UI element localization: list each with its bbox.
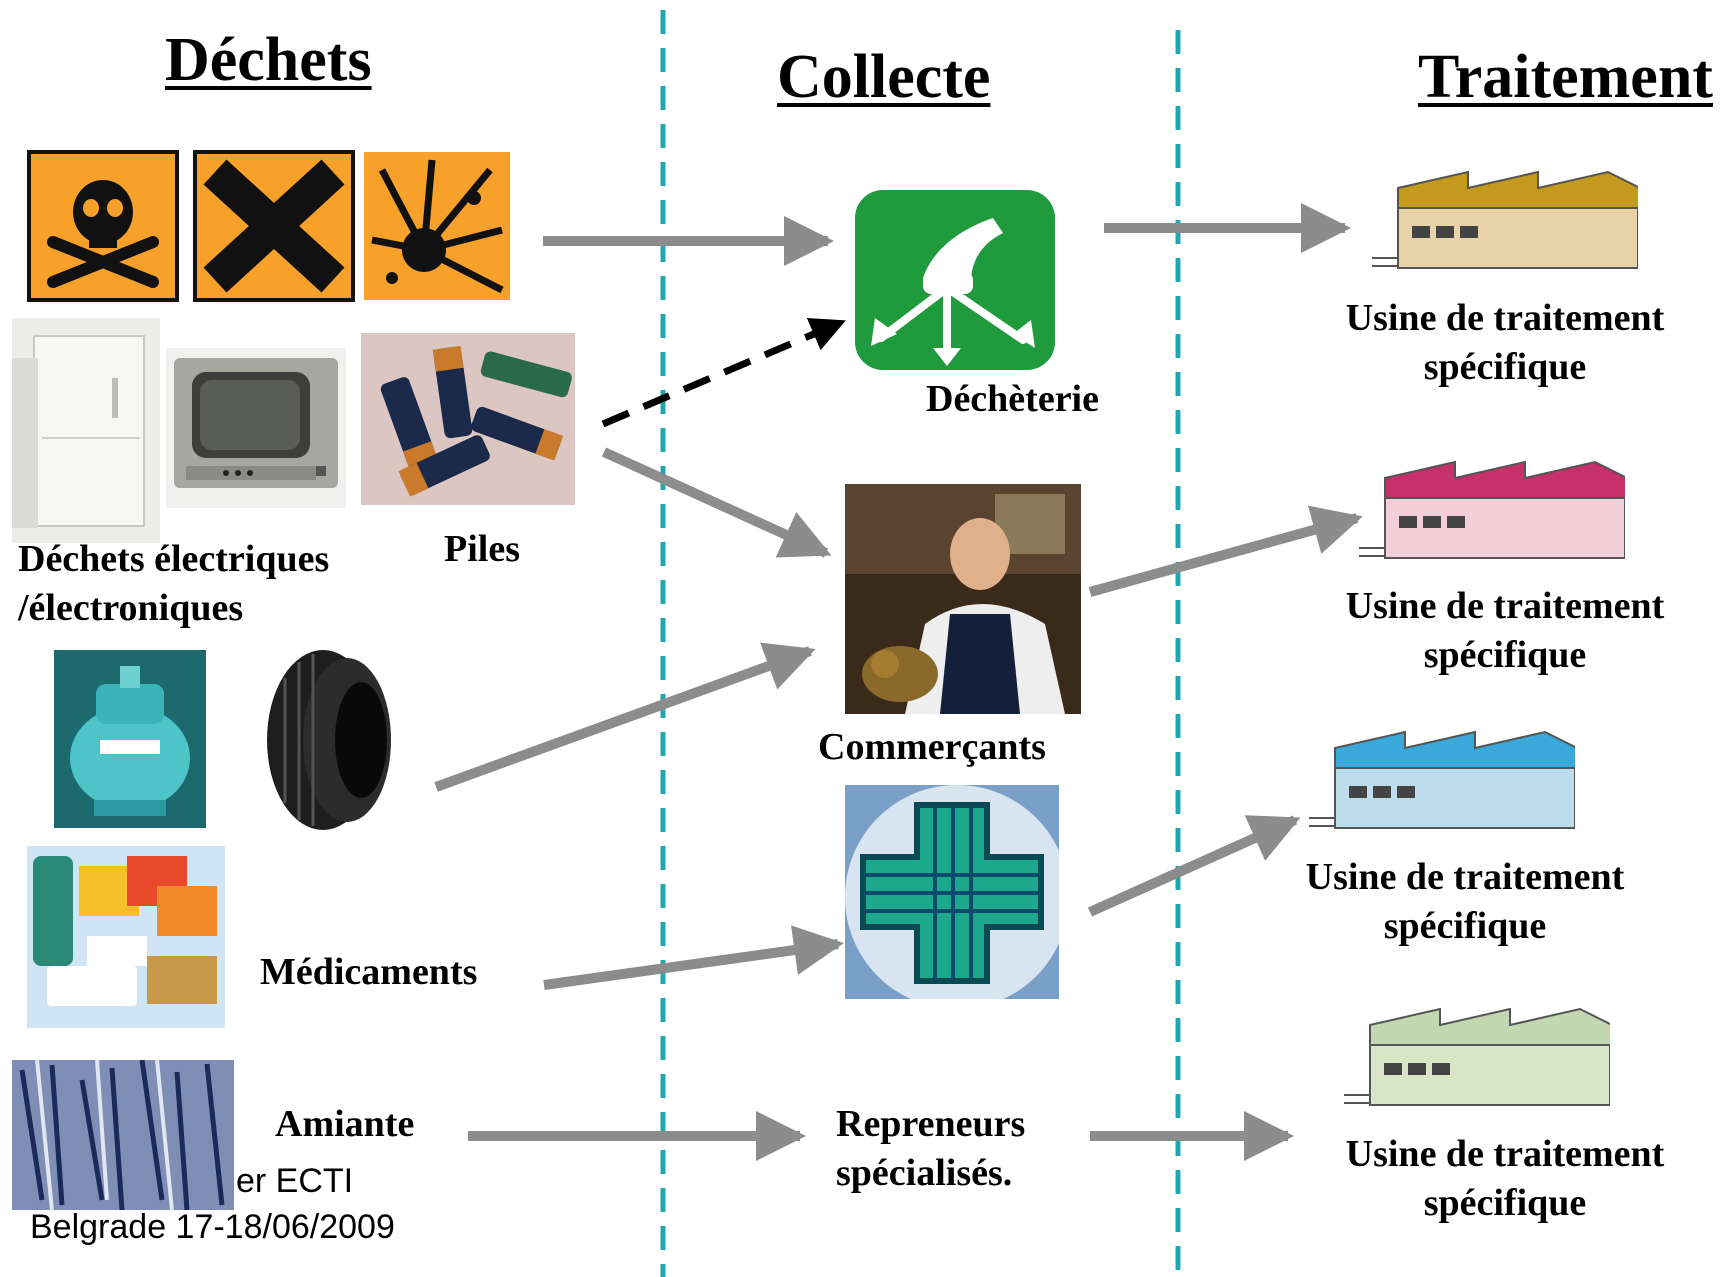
- heading-collection: Collecte: [777, 43, 991, 111]
- factory-icon-4: [1344, 1007, 1610, 1106]
- retailer-photo: [845, 484, 1081, 714]
- label-medicines: Médicaments: [260, 951, 478, 993]
- television-image: [166, 348, 346, 508]
- tire-image: [267, 650, 391, 830]
- explosive-hazard-icon: [364, 152, 510, 300]
- asbestos-image: [12, 1060, 234, 1210]
- label-treatment-plant-2: Usine de traitement spécifique: [1345, 585, 1665, 677]
- toxic-hazard-icon: [27, 150, 179, 302]
- recycling-center-icon: [855, 190, 1055, 370]
- label-asbestos: Amiante: [275, 1103, 415, 1145]
- arrow-batteries-to-retailers: [601, 447, 832, 558]
- arrow-retailers-to-plant-2: [1088, 505, 1363, 597]
- label-specialized-contractors: Repreneurs spécialisés.: [836, 1103, 1026, 1195]
- factory-icon-3: [1309, 730, 1575, 829]
- medicines-image: [27, 846, 225, 1028]
- batteries-image: [361, 333, 575, 505]
- gas-bottle-image: [54, 650, 206, 828]
- heading-waste: Déchets: [165, 26, 372, 94]
- arrow-pharmacy-to-plant-3: [1087, 815, 1301, 917]
- harmful-hazard-icon: [193, 150, 355, 302]
- footer-line2: Belgrade 17-18/06/2009: [30, 1208, 395, 1246]
- label-treatment-plant-4: Usine de traitement spécifique: [1345, 1133, 1665, 1225]
- label-treatment-plant-3: Usine de traitement spécifique: [1305, 856, 1625, 948]
- label-electrical-waste: Déchets électriques /électroniques: [18, 538, 330, 630]
- label-batteries: Piles: [444, 528, 520, 570]
- label-treatment-plant-1: Usine de traitement spécifique: [1345, 297, 1665, 389]
- label-retailers: Commerçants: [818, 726, 1046, 768]
- heading-treatment: Traitement: [1418, 43, 1713, 111]
- arrow-gas-tire-to-retailers: [434, 642, 816, 792]
- factory-icon-2: [1359, 460, 1625, 559]
- footer-line1: er ECTI: [236, 1162, 354, 1200]
- pharmacy-cross-icon: [845, 785, 1059, 999]
- arrow-medicines-to-pharmacy: [543, 925, 844, 990]
- factory-icon-1: [1372, 170, 1638, 269]
- arrow-batteries-to-recycling-center: [601, 317, 846, 428]
- fridge-image: [12, 318, 160, 543]
- label-recycling-center: Déchèterie: [926, 378, 1099, 420]
